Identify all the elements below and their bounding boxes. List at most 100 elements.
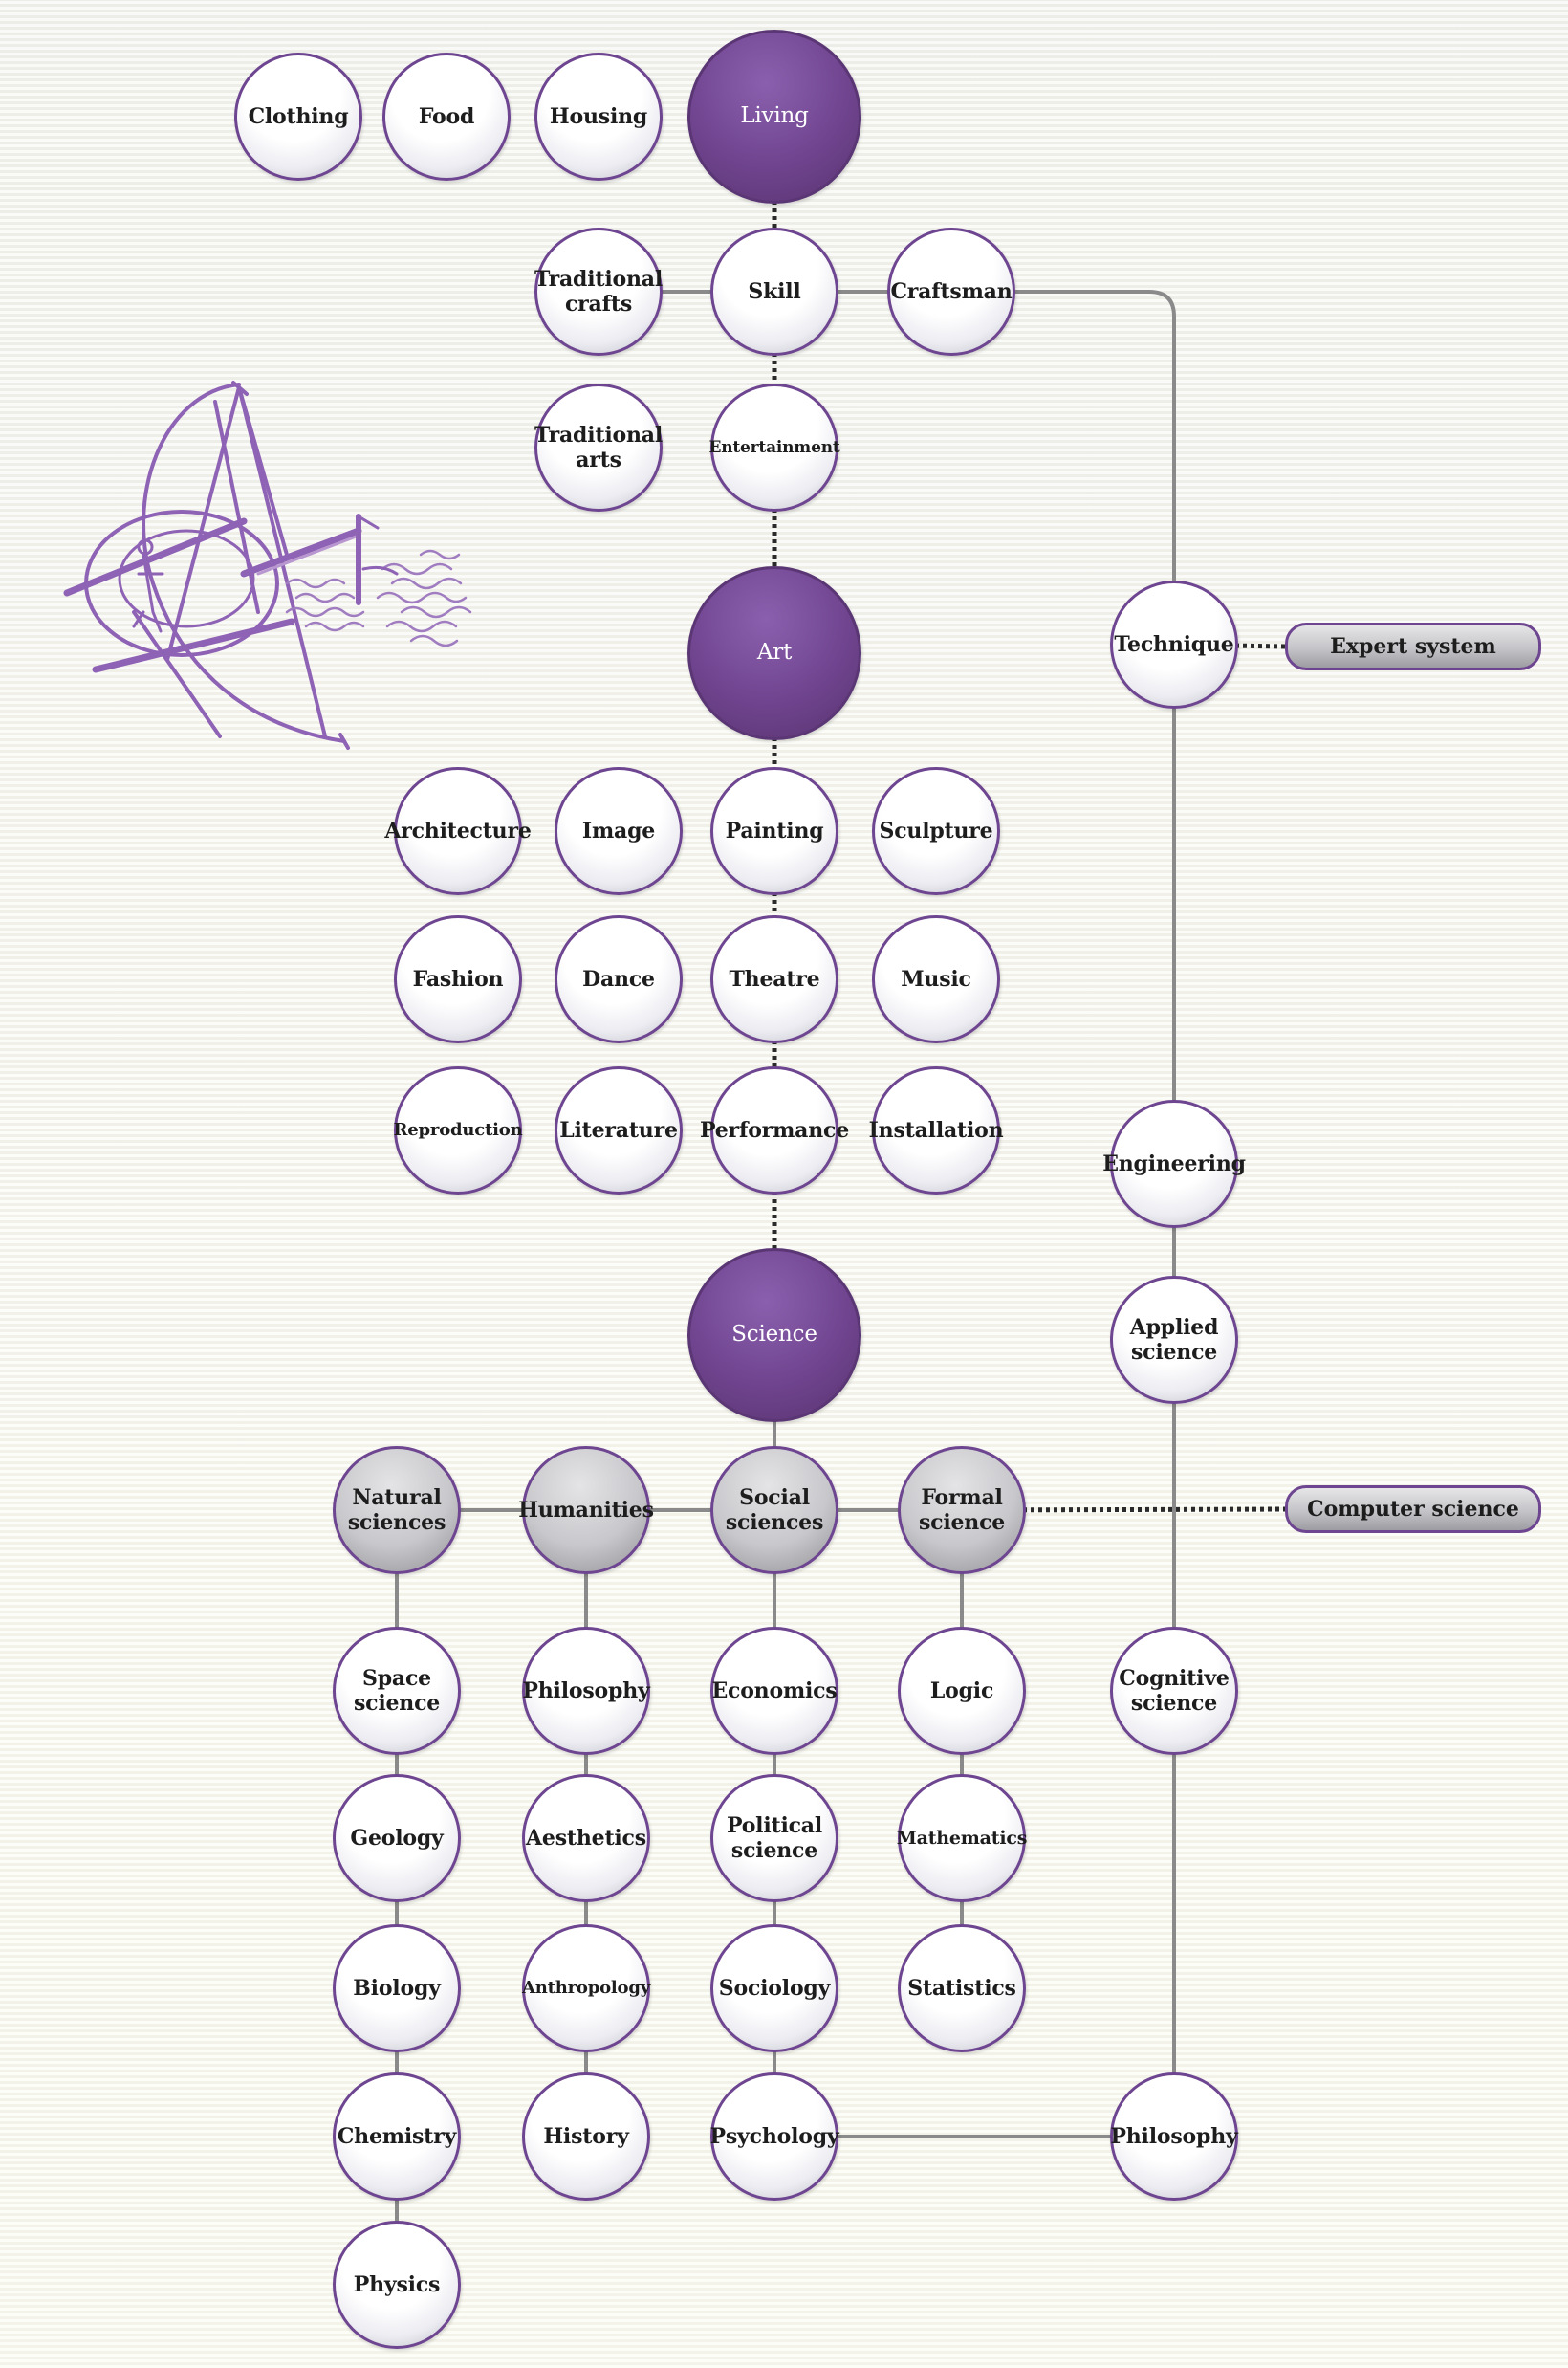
node-mathematics: Mathematics (896, 1774, 1028, 1902)
node-label: Living (740, 103, 809, 129)
node-label: Science (731, 1322, 817, 1348)
node-label: Statistics (907, 1975, 1016, 2001)
node-living: Living (687, 30, 861, 204)
node-label: Skill (748, 278, 801, 304)
node-label: Economics (711, 1677, 838, 1703)
node-label: Space science (353, 1665, 441, 1716)
node-label: Cognitive science (1119, 1665, 1230, 1716)
node-label: Entertainment (708, 437, 840, 457)
waterwheel-sketch-icon (63, 381, 472, 750)
node-performance: Performance (700, 1066, 849, 1195)
node-fashion: Fashion (394, 915, 522, 1043)
node-anthropology: Anthropology (522, 1924, 650, 2052)
node-theatre: Theatre (710, 915, 838, 1043)
node-philosophy-h: Philosophy (522, 1627, 650, 1755)
node-label: Reproduction (393, 1120, 523, 1141)
node-label: Anthropology (521, 1978, 651, 1999)
node-label: Applied science (1129, 1314, 1219, 1365)
node-label: Natural sciences (347, 1484, 446, 1535)
node-image: Image (555, 767, 683, 895)
node-label: Technique (1114, 631, 1234, 657)
node-social-sciences: Social sciences (710, 1446, 838, 1574)
node-label: Logic (929, 1677, 994, 1703)
node-label: Craftsman (890, 278, 1013, 304)
node-label: Installation (868, 1117, 1004, 1143)
node-label: Music (901, 966, 971, 992)
node-sculpture: Sculpture (872, 767, 1000, 895)
node-label: Political science (726, 1812, 823, 1863)
node-applied-science: Applied science (1110, 1276, 1238, 1404)
node-humanities: Humanities (518, 1446, 654, 1574)
node-architecture: Architecture (384, 767, 532, 895)
node-reproduction: Reproduction (393, 1066, 523, 1195)
node-label: Image (581, 818, 656, 844)
node-literature: Literature (555, 1066, 683, 1195)
node-trad-crafts: Traditional crafts (534, 228, 663, 356)
node-skill: Skill (710, 228, 838, 356)
pill-expert-system: Expert system (1285, 623, 1541, 670)
pill-computer-science: Computer science (1285, 1485, 1541, 1533)
node-label: Art (756, 640, 793, 666)
node-label: Architecture (384, 818, 532, 844)
node-label: Fashion (412, 966, 504, 992)
node-label: Engineering (1102, 1151, 1246, 1176)
node-technique: Technique (1110, 581, 1238, 709)
node-label: Clothing (248, 103, 349, 129)
node-food: Food (382, 53, 511, 181)
node-dance: Dance (555, 915, 683, 1043)
node-label: Chemistry (337, 2123, 457, 2149)
node-label: Physics (353, 2271, 441, 2297)
node-science: Science (687, 1248, 861, 1422)
node-installation: Installation (869, 1066, 1004, 1195)
node-biology: Biology (333, 1924, 461, 2052)
node-label: Mathematics (896, 1827, 1028, 1849)
node-aesthetics: Aesthetics (522, 1774, 650, 1902)
node-psychology: Psychology (709, 2072, 839, 2201)
node-label: Philosophy (1110, 2123, 1238, 2149)
node-label: Sociology (718, 1975, 831, 2001)
node-label: Geology (350, 1825, 444, 1851)
node-art: Art (687, 566, 861, 740)
node-label: Psychology (709, 2123, 839, 2149)
node-space-science: Space science (333, 1627, 461, 1755)
node-philosophy-r: Philosophy (1110, 2072, 1238, 2201)
node-label: Social sciences (725, 1484, 824, 1535)
node-label: Theatre (729, 966, 820, 992)
node-sociology: Sociology (710, 1924, 838, 2052)
node-label: Traditional arts (534, 422, 663, 472)
node-label: Philosophy (522, 1677, 650, 1703)
node-entertainment: Entertainment (708, 384, 840, 512)
node-political-science: Political science (710, 1774, 838, 1902)
node-label: Food (418, 103, 475, 129)
node-trad-arts: Traditional arts (534, 384, 663, 512)
node-label: Performance (700, 1117, 849, 1143)
node-painting: Painting (710, 767, 838, 895)
node-label: History (543, 2123, 629, 2149)
node-label: Humanities (518, 1497, 654, 1523)
node-music: Music (872, 915, 1000, 1043)
node-label: Biology (353, 1975, 441, 2001)
node-label: Formal science (918, 1484, 1006, 1535)
node-label: Sculpture (879, 818, 993, 844)
node-physics: Physics (333, 2221, 461, 2349)
node-natural-sciences: Natural sciences (333, 1446, 461, 1574)
node-craftsman: Craftsman (887, 228, 1015, 356)
node-history: History (522, 2072, 650, 2201)
node-cognitive-science: Cognitive science (1110, 1627, 1238, 1755)
node-statistics: Statistics (898, 1924, 1026, 2052)
node-clothing: Clothing (234, 53, 362, 181)
node-formal-science: Formal science (898, 1446, 1026, 1574)
node-economics: Economics (710, 1627, 838, 1755)
node-label: Dance (582, 966, 655, 992)
node-label: Aesthetics (526, 1825, 646, 1851)
node-label: Housing (549, 103, 648, 129)
node-housing: Housing (534, 53, 663, 181)
node-geology: Geology (333, 1774, 461, 1902)
node-label: Traditional crafts (534, 266, 663, 317)
node-label: Painting (725, 818, 824, 844)
node-engineering: Engineering (1102, 1100, 1246, 1228)
node-logic: Logic (898, 1627, 1026, 1755)
node-chemistry: Chemistry (333, 2072, 461, 2201)
edge-craftsman-technique (951, 290, 1176, 645)
node-label: Literature (559, 1117, 678, 1143)
